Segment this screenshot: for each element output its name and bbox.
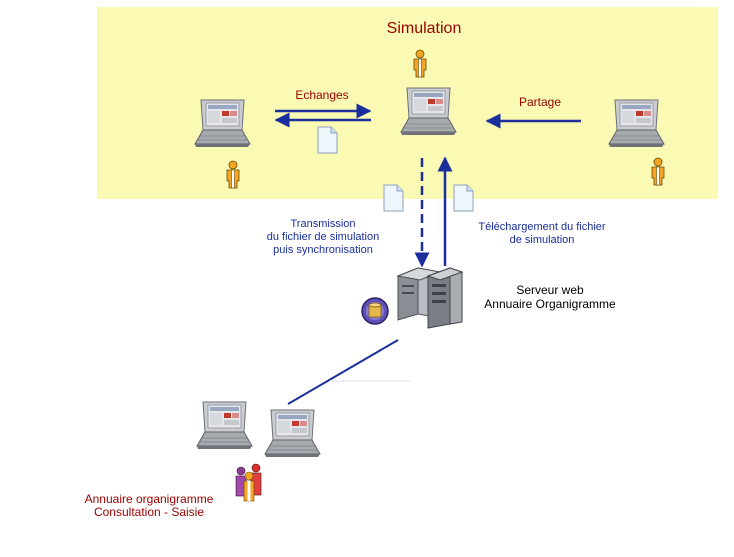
person-icon-right	[651, 157, 665, 186]
laptop-icon-client-2	[264, 409, 321, 458]
document-icon-transmission	[383, 184, 404, 212]
user-group-icon	[235, 463, 262, 502]
database-badge-icon	[361, 297, 389, 325]
telechargement-label: Téléchargement du fichier de simulation	[478, 221, 606, 246]
laptop-icon-left	[194, 99, 251, 148]
laptop-icon-right	[608, 99, 665, 148]
network-link	[287, 339, 399, 405]
echanges-label: Echanges	[295, 88, 349, 102]
laptop-icon-client-1	[196, 401, 253, 450]
document-icon-telechargement	[453, 184, 474, 212]
partage-label: Partage	[518, 95, 562, 109]
clients-label: Annuaire organigramme Consultation - Sai…	[84, 492, 214, 519]
simulation-title: Simulation	[386, 20, 462, 37]
server-label: Serveur web Annuaire Organigramme	[484, 283, 616, 311]
server-icon	[396, 267, 464, 329]
laptop-icon-center	[400, 87, 457, 136]
document-icon-echanges	[317, 126, 338, 154]
person-icon-center	[413, 49, 427, 78]
person-icon-left	[226, 160, 240, 189]
transmission-label: Transmission du fichier de simulation pu…	[266, 218, 380, 256]
